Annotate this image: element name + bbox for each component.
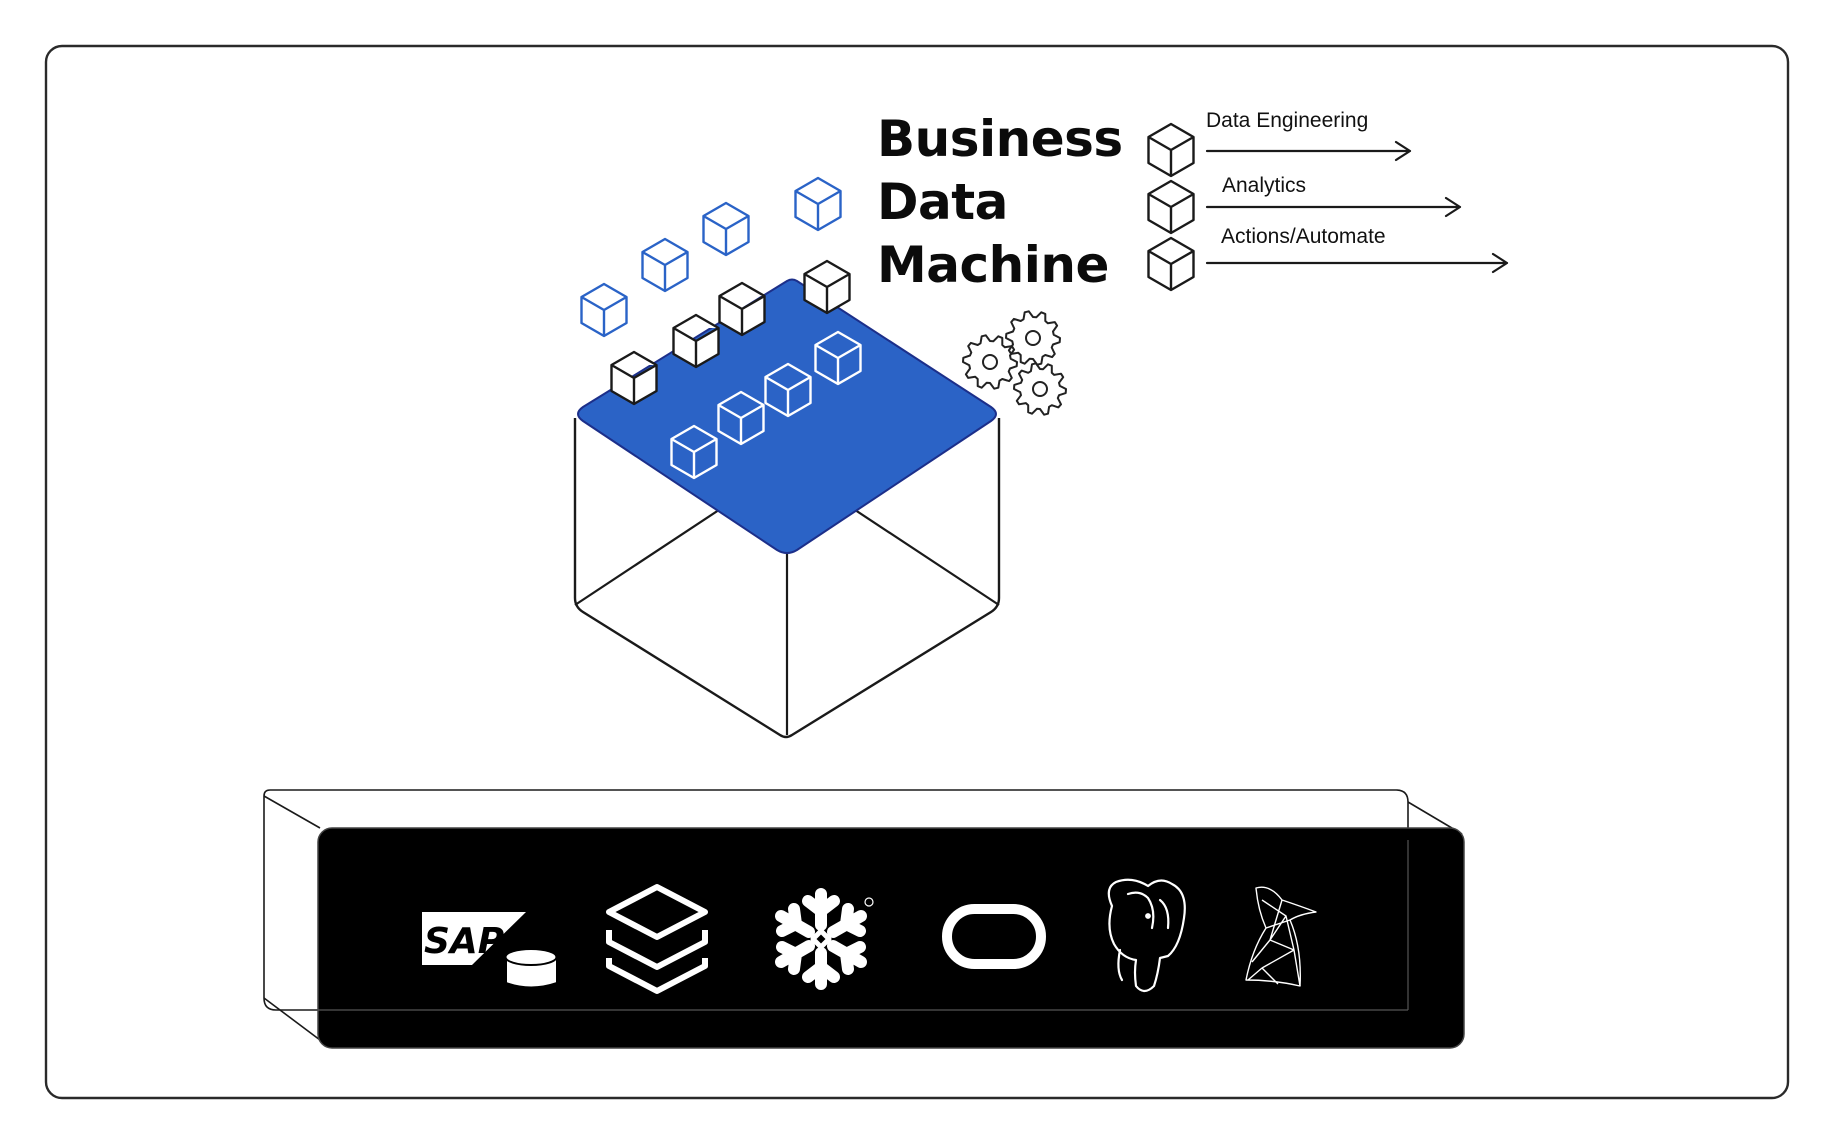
data-machine-box (573, 278, 1001, 739)
registered-mark-icon (864, 897, 874, 907)
flow-arrows (1205, 140, 1509, 274)
flow-label-data-engineering: Data Engineering (1206, 109, 1369, 132)
flow-label-analytics: Analytics (1222, 174, 1307, 197)
arrow-data-engineering (1205, 140, 1412, 162)
gear-icon (962, 334, 1018, 390)
sources-platform (263, 789, 1465, 1049)
black-cube-icon (803, 259, 851, 315)
gear-hub-icon (982, 354, 998, 370)
gear-hub-icon (1032, 381, 1048, 397)
sources-bar (317, 827, 1465, 1049)
gears-icon (962, 310, 1067, 416)
title-line-3: Machine (877, 236, 1109, 294)
arrow-actions (1205, 252, 1509, 274)
title-line-1: Business (877, 110, 1123, 168)
flow-cube-icon (1147, 236, 1195, 292)
sql-server-icon (1245, 886, 1317, 987)
black-cube-icon (610, 350, 658, 406)
sap-db-icon: SAP (422, 912, 558, 989)
flow-label-actions-automate: Actions/Automate (1221, 225, 1386, 248)
gear-icon (1005, 310, 1061, 366)
black-cube-icon (718, 281, 766, 337)
arrow-analytics (1205, 196, 1462, 218)
snowflake-icon (775, 888, 867, 990)
oracle-icon (942, 904, 1046, 969)
gear-hub-icon (1025, 330, 1041, 346)
postgresql-icon (1107, 878, 1186, 993)
sap-logo-text: SAP (424, 921, 504, 962)
flow-cube-icon (1147, 122, 1195, 178)
outer-frame (44, 44, 1790, 1100)
blue-cube-icon (702, 201, 750, 257)
blue-cube-icon (794, 176, 842, 232)
flow-cubes (1147, 122, 1195, 292)
flow-cube-icon (1147, 179, 1195, 235)
databricks-icon (606, 884, 708, 994)
blue-cube-icon (580, 282, 628, 338)
gear-icon (1013, 362, 1067, 416)
black-cube-icon (672, 313, 720, 369)
title-line-2: Data (877, 173, 1008, 231)
blue-cube-icon (641, 237, 689, 293)
source-icons: SAP (422, 878, 1317, 994)
